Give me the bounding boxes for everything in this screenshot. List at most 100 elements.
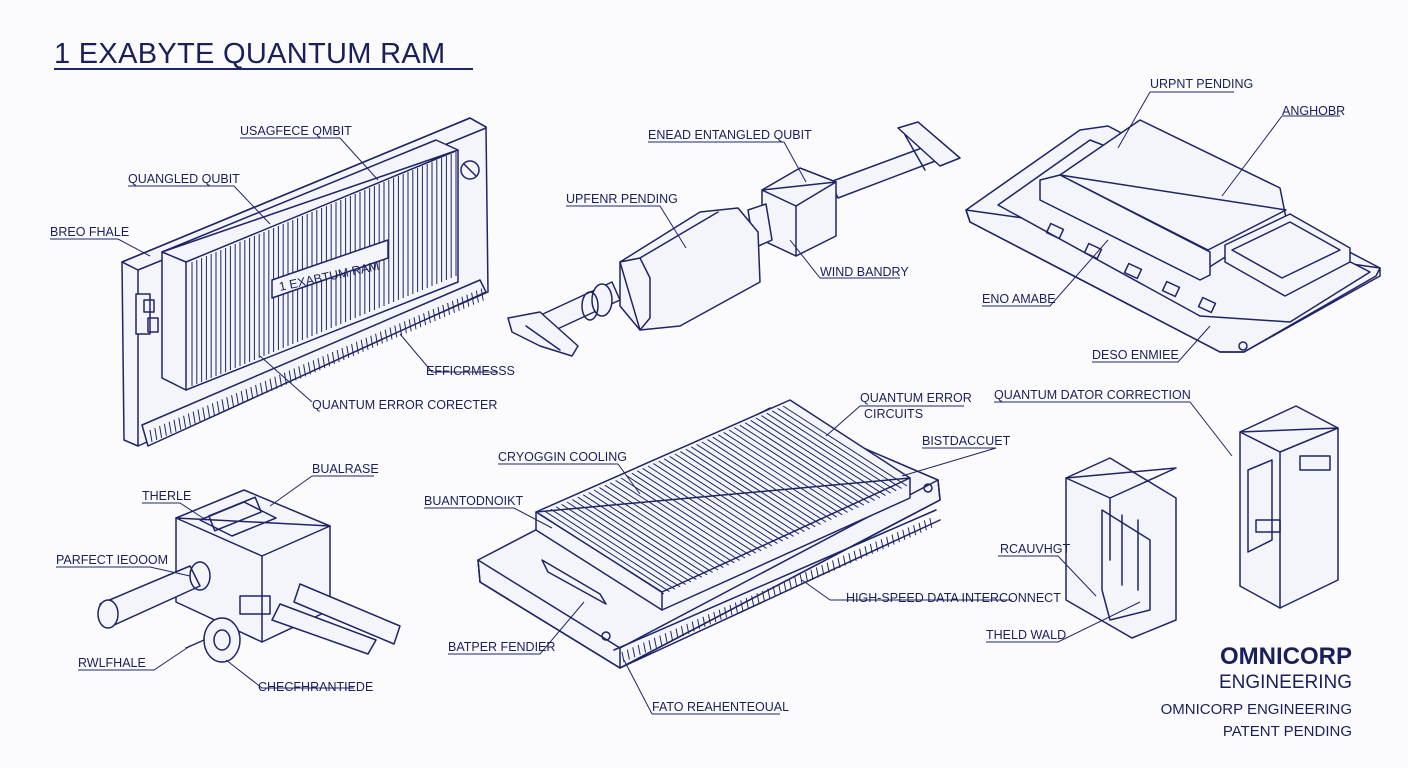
hatch-line [778,583,782,594]
label-eno-amabe: ENO AMABE [982,292,1056,306]
hatch-line [675,628,679,639]
hatch-line [620,477,746,559]
hatch-line [691,621,695,632]
hatch-line [690,446,816,528]
hatch-line [907,527,911,538]
hatch-line [370,335,374,348]
label-batper-fendier: BATPER FENDIER [448,640,555,654]
hatch-line [756,593,760,604]
hatch-line [686,623,690,634]
hatch-line [680,626,684,637]
hatch-line [331,352,335,365]
hatch-line [355,341,359,354]
hatch-line [274,376,278,389]
hatch-line [566,501,692,583]
label-usagfece-qmbit: USAGFECE QMBIT [240,124,352,138]
hatch-line [322,356,326,369]
hatch-line [365,337,369,350]
cube-assembly-illustration [97,489,401,663]
hatch-line [669,455,794,537]
hatch-line [782,405,908,487]
hatch-line [734,602,738,613]
label-quantum-error-corecter: QUANTUM ERROR CORECTER [312,398,497,412]
hatch-line [149,429,153,443]
heatsink-board-illustration [477,399,941,669]
hatch-line [593,489,719,571]
hatch-line [539,513,665,595]
hatch-line [394,325,398,338]
hatch-line [723,431,848,513]
label-fato-reahenteoual: FATO REAHENTEOUAL [652,700,789,714]
label-theld-wald: THELD WALD [986,628,1066,642]
hatch-line [658,460,784,542]
hatch-line [408,319,412,332]
hatch-line [609,482,735,564]
hatch-line [707,439,832,521]
hatch-line [751,595,755,606]
hatch-line [777,407,902,489]
hatch-line [750,419,875,501]
hatch-line [875,541,879,552]
hatch-line [788,579,792,590]
brand-name: OMNICORP [1220,643,1352,670]
label-quangled-qubit: QUANGLED QUBIT [128,172,240,186]
hatch-line [923,520,927,531]
hatch-line [772,586,776,597]
hatch-line [475,290,479,303]
hatch-line [192,411,196,424]
hatch-line [637,644,641,656]
brand-line-1: OMNICORP ENGINEERING [1161,701,1352,718]
label-buantodnoikt: BUANTODNOIKT [424,494,523,508]
hatch-line [767,588,771,599]
hatch-line [577,496,703,578]
brand-block: OMNICORP ENGINEERING OMNICORP ENGINEERIN… [1161,643,1352,740]
hatch-line [670,630,674,641]
base-plate-illustration [965,119,1381,353]
hatch-line [724,607,728,618]
hatch-line [771,410,897,492]
hatch-line [466,294,470,307]
hatch-line [685,448,811,530]
hatch-line [259,382,263,395]
hatch-line [456,298,460,311]
hatch-line [734,427,859,509]
hatch-line [680,451,805,533]
label-quantum-dator: QUANTUM DATOR CORRECTION [994,388,1191,402]
hatch-line [632,647,636,658]
leader-lines [50,91,1340,715]
hatch-line [154,427,158,441]
hatch-line [178,417,182,430]
label-quantum-error-circuits-2: CIRCUITS [864,407,923,421]
hatch-line [399,323,403,336]
hatch-line [702,616,706,627]
hatch-line [766,412,892,494]
hatch-line [653,463,778,545]
hatch-line [389,327,393,340]
hatch-line [631,472,757,554]
hatch-line [163,423,167,436]
hatch-line [696,443,821,525]
label-anghobr: ANGHOBR [1282,104,1345,118]
brand-line-2: PATENT PENDING [1223,723,1352,740]
hatch-line [288,370,292,383]
hatch-line [588,491,713,573]
hatch-line [423,313,427,326]
hatch-line [226,397,230,410]
hatch-line [341,347,345,361]
hatch-line [663,458,789,540]
label-rcauvhgt: RCAUVHGT [1000,542,1071,556]
hatch-line [245,388,249,402]
label-wind-bandry: WIND BANDRY [820,265,909,279]
hatch-line [427,311,431,324]
hatch-line [471,292,475,305]
hatch-line [211,403,215,416]
hatch-line [293,368,297,381]
qubit-shaft-illustration [507,121,961,357]
hatch-line [279,374,283,387]
hatch-line [604,484,730,566]
hatch-line [545,511,670,593]
brand-division: ENGINEERING [1219,672,1352,693]
hatch-line [572,499,697,581]
hatch-line [451,300,455,313]
